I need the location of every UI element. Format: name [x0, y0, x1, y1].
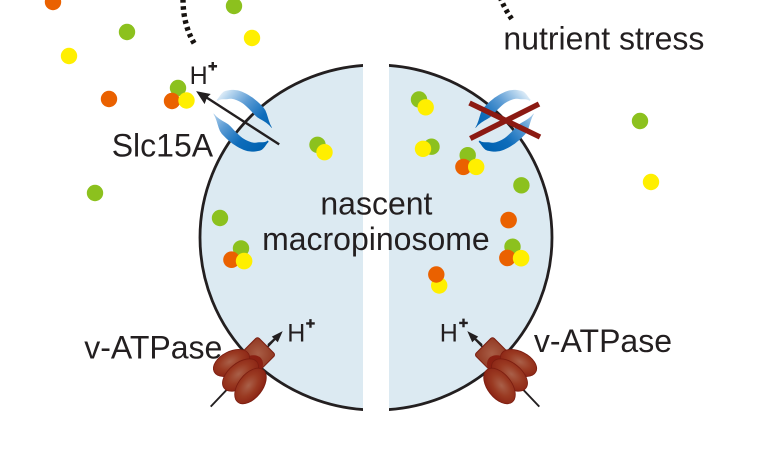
svg-text:nutrient stress: nutrient stress: [503, 21, 704, 57]
svg-text:macropinosome: macropinosome: [262, 221, 490, 257]
svg-text:v-ATPase: v-ATPase: [84, 330, 222, 366]
svg-text:v-ATPase: v-ATPase: [534, 323, 672, 359]
svg-text:nascent: nascent: [320, 186, 432, 222]
svg-text:Slc15A: Slc15A: [112, 127, 214, 163]
svg-text:H: H: [440, 319, 458, 347]
svg-text:H: H: [287, 319, 305, 347]
svg-text:H: H: [190, 62, 208, 90]
